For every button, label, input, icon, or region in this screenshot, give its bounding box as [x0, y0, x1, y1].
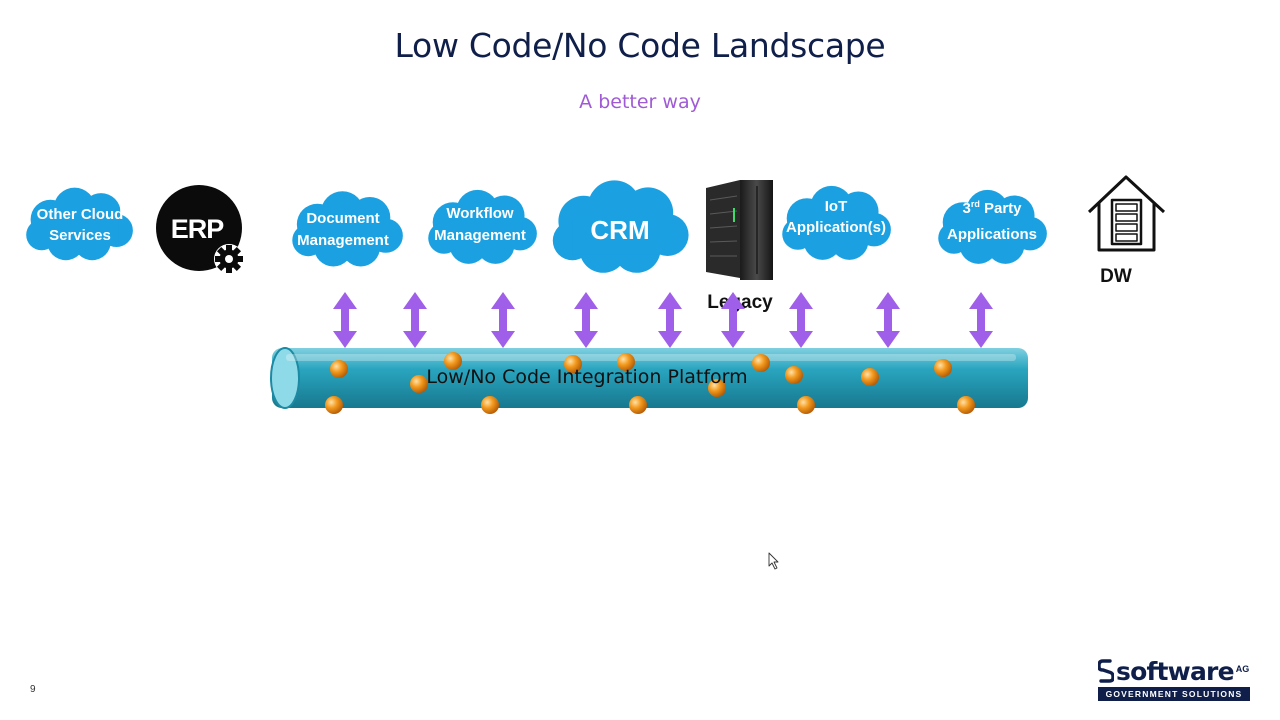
page-number: 9 — [30, 684, 36, 695]
node-dot — [617, 353, 635, 371]
node-dot — [785, 366, 803, 384]
document-label-line1: Document — [306, 210, 379, 227]
node-dot — [934, 359, 952, 377]
node-dot — [564, 355, 582, 373]
erp-label: ERP — [171, 214, 225, 244]
workflow-label-line2: Management — [434, 227, 526, 244]
third-party-applications-cloud: 3rd Party Applications — [938, 189, 1047, 264]
document-management-cloud: Document Management — [292, 191, 403, 267]
workflow-management-cloud: Workflow Management — [428, 189, 537, 264]
node-dot — [444, 352, 462, 370]
platform-nodes — [325, 352, 975, 414]
node-dot — [325, 396, 343, 414]
other-cloud-label-line1: Other Cloud — [37, 206, 124, 223]
third-party-label-line2: Applications — [947, 226, 1037, 243]
iot-label-line1: IoT — [825, 198, 848, 215]
legacy-server-icon — [706, 180, 773, 280]
slide-title: Low Code/No Code Landscape — [394, 26, 886, 65]
logo-wordmark: software — [1116, 656, 1235, 686]
node-dot — [629, 396, 647, 414]
arrow-icon — [574, 292, 598, 348]
slide-subtitle: A better way — [579, 91, 701, 113]
node-dot — [330, 360, 348, 378]
other-cloud-label-line2: Services — [49, 227, 111, 244]
crm-label: CRM — [590, 215, 649, 245]
mouse-cursor-icon — [768, 552, 779, 570]
dw-label: DW — [1100, 266, 1132, 287]
logo-ag: AG — [1235, 664, 1250, 674]
third-party-number: 3 — [962, 200, 970, 217]
node-dot — [708, 379, 726, 397]
node-dot — [752, 354, 770, 372]
document-label-line2: Management — [297, 232, 389, 249]
crm-cloud: CRM — [552, 180, 689, 273]
third-party-rest: Party — [980, 200, 1022, 217]
software-ag-mark-icon — [1098, 659, 1114, 683]
logo-tagline: GOVERNMENT SOLUTIONS — [1098, 687, 1250, 701]
arrow-icon — [969, 292, 993, 348]
arrow-icon — [403, 292, 427, 348]
erp-badge: ERP — [156, 185, 244, 274]
workflow-label-line1: Workflow — [446, 205, 514, 222]
node-dot — [481, 396, 499, 414]
software-ag-logo: software AG GOVERNMENT SOLUTIONS — [1098, 656, 1250, 701]
arrow-icon — [876, 292, 900, 348]
connection-arrows — [333, 292, 993, 348]
arrow-icon — [333, 292, 357, 348]
iot-applications-cloud: IoT Application(s) — [782, 185, 891, 260]
iot-label-line2: Application(s) — [786, 219, 886, 236]
arrow-icon — [491, 292, 515, 348]
third-party-superscript: rd — [971, 199, 980, 209]
gear-icon — [214, 244, 244, 274]
data-warehouse-house-icon — [1087, 175, 1166, 252]
platform-label: Low/No Code Integration Platform — [426, 366, 747, 388]
arrow-icon — [658, 292, 682, 348]
node-dot — [797, 396, 815, 414]
node-dot — [861, 368, 879, 386]
node-dot — [957, 396, 975, 414]
other-cloud-services-cloud: Other Cloud Services — [26, 187, 133, 261]
node-dot — [410, 375, 428, 393]
third-party-label-line1: 3rd Party — [962, 199, 1022, 217]
arrow-icon — [789, 292, 813, 348]
